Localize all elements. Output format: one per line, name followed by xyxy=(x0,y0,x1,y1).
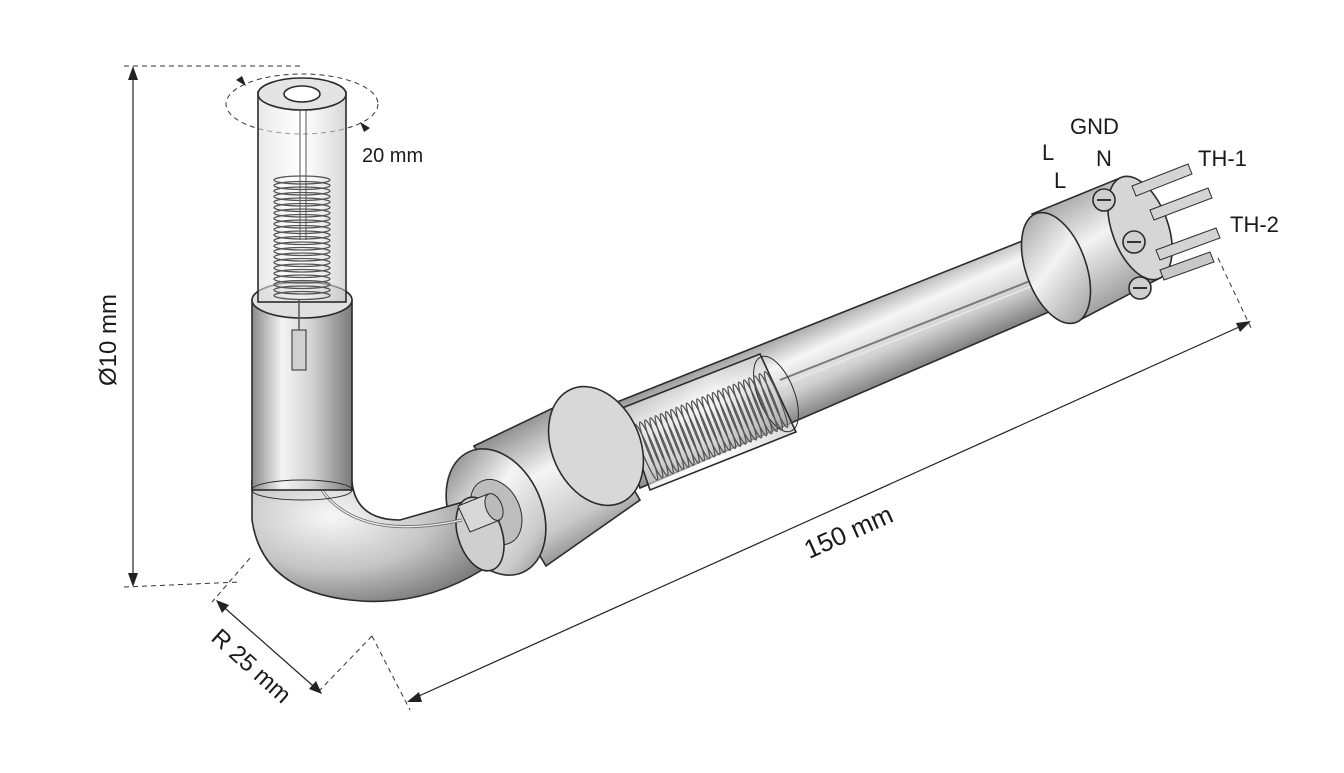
coil-winding xyxy=(758,373,784,431)
coil-winding xyxy=(727,385,752,443)
coil-winding xyxy=(273,263,331,273)
length-label: 150 mm xyxy=(799,499,897,565)
terminal-l-bottom-label: L xyxy=(1054,168,1066,193)
coil-winding xyxy=(763,371,789,428)
coil-winding xyxy=(273,191,331,202)
tip-width-label: 20 mm xyxy=(362,145,423,167)
coil-winding xyxy=(732,383,758,441)
terminal-screw-l-bottom xyxy=(1128,276,1152,300)
elbow-bend xyxy=(251,369,505,603)
coil-winding xyxy=(273,268,331,279)
coil-winding xyxy=(273,285,331,295)
thermocouple-2-label: TH-2 xyxy=(1230,212,1279,237)
coil-winding xyxy=(737,381,763,439)
terminal-screw-n xyxy=(1122,230,1146,254)
thermocouple-1-label: TH-1 xyxy=(1198,146,1247,171)
heating-coil-horizontal xyxy=(633,371,789,481)
coil-winding xyxy=(690,400,716,458)
coil-winding xyxy=(273,230,331,240)
coil-winding xyxy=(654,415,680,473)
coil-winding xyxy=(273,213,331,224)
coil-winding xyxy=(742,379,768,437)
coil-winding xyxy=(753,375,778,433)
coil-winding xyxy=(273,279,331,290)
coil-winding xyxy=(685,402,711,460)
vertical-sheath xyxy=(251,77,353,501)
coil-cutaway-window xyxy=(620,352,799,492)
coil-winding xyxy=(273,246,331,257)
coil-winding xyxy=(273,208,331,218)
coil-winding xyxy=(644,419,669,477)
coil-winding xyxy=(748,377,773,435)
coil-winding xyxy=(273,175,331,185)
coil-winding xyxy=(716,389,742,447)
coil-winding xyxy=(664,410,690,468)
coil-winding xyxy=(722,387,747,445)
coil-winding xyxy=(675,406,700,464)
coil-winding xyxy=(273,290,331,301)
coil-winding xyxy=(273,235,331,246)
coil-winding xyxy=(659,413,685,470)
coil-winding xyxy=(273,202,331,213)
coil-winding xyxy=(273,197,331,207)
terminal-pins xyxy=(1131,163,1221,281)
coil-winding xyxy=(273,186,331,196)
heating-coil-vertical xyxy=(273,175,331,301)
coil-winding xyxy=(696,398,721,456)
coil-winding xyxy=(638,421,664,479)
coil-winding xyxy=(273,241,331,251)
coil-winding xyxy=(273,180,331,191)
coil-winding xyxy=(706,394,732,452)
dimension-lines xyxy=(123,65,1253,711)
coil-winding xyxy=(711,392,737,449)
terminal-n-label: N xyxy=(1096,146,1112,171)
coil-winding xyxy=(670,408,695,466)
coil-winding xyxy=(701,396,726,454)
coil-winding xyxy=(273,257,331,268)
coil-winding xyxy=(273,274,331,284)
diameter-label: Ø10 mm xyxy=(95,294,122,386)
coil-winding xyxy=(649,417,674,475)
terminal-l-top-label: L xyxy=(1042,140,1054,165)
coil-winding xyxy=(273,252,331,262)
terminal-gnd-label: GND xyxy=(1070,114,1119,139)
coil-winding xyxy=(273,219,331,229)
terminal-screw-l-top xyxy=(1092,188,1116,212)
terminal-collar xyxy=(1020,163,1221,325)
coil-winding xyxy=(273,224,331,235)
bend-radius-label: R 25 mm xyxy=(206,624,296,709)
coil-winding xyxy=(680,404,706,462)
